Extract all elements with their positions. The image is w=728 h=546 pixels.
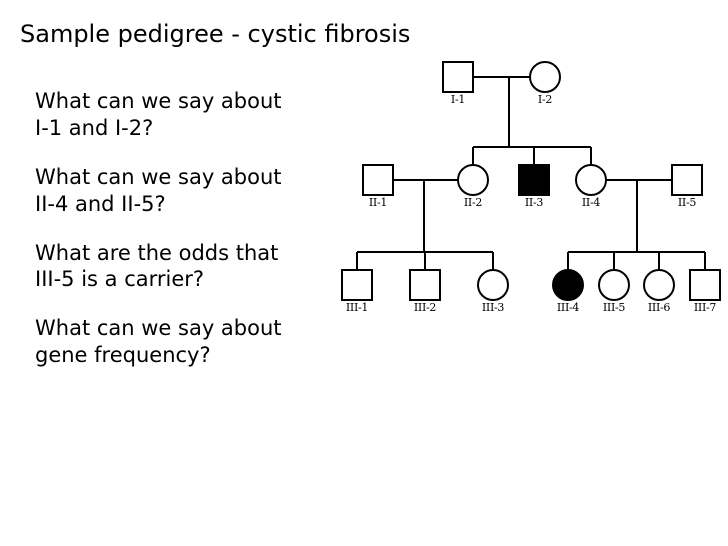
- question-line: What can we say about: [35, 89, 282, 113]
- pedigree-symbol-ii-1-male-unaffected[interactable]: [362, 164, 394, 196]
- pedigree-symbol-ii-3-male-affected[interactable]: [518, 164, 550, 196]
- question-line: II-4 and II-5?: [35, 191, 166, 216]
- pedigree-label-ii-2: II-2: [464, 196, 482, 209]
- pedigree-label-ii-5: II-5: [678, 196, 697, 209]
- pedigree-symbol-iii-2-male-unaffected[interactable]: [409, 269, 441, 301]
- pedigree-symbol-iii-3-female-unaffected[interactable]: [477, 269, 509, 301]
- question-line: What can we say about: [35, 316, 282, 341]
- question-line: I-1 and I-2?: [35, 115, 154, 140]
- pedigree-label-iii-1: III-1: [346, 301, 368, 314]
- page-title: Sample pedigree - cystic fibrosis: [20, 20, 411, 48]
- pedigree-symbol-ii-5-male-unaffected[interactable]: [671, 164, 703, 196]
- question-line: What can we say about: [35, 164, 282, 189]
- pedigree-symbol-iii-1-male-unaffected[interactable]: [341, 269, 373, 301]
- pedigree-label-iii-6: III-6: [648, 301, 671, 314]
- pedigree-label-iii-4: III-4: [557, 301, 580, 314]
- pedigree-connector-lines: [356, 76, 706, 270]
- pedigree-label-i-2: I-2: [538, 93, 552, 106]
- pedigree-label-iii-3: III-3: [482, 301, 505, 314]
- question-line: What are the odds that: [35, 240, 279, 265]
- pedigree-symbol-iii-5-female-unaffected[interactable]: [598, 269, 630, 301]
- pedigree-label-i-1: I-1: [451, 93, 465, 106]
- pedigree-label-ii-3: II-3: [525, 196, 544, 209]
- pedigree-symbol-i-2-female-unaffected[interactable]: [529, 61, 561, 93]
- pedigree-label-iii-7: III-7: [694, 301, 717, 314]
- pedigree-label-ii-4: II-4: [582, 196, 601, 209]
- pedigree-symbol-iii-6-female-unaffected[interactable]: [643, 269, 675, 301]
- pedigree-symbol-ii-4-female-unaffected[interactable]: [575, 164, 607, 196]
- question-line: III-5 is a carrier?: [35, 267, 205, 292]
- pedigree-symbol-i-1-male-unaffected[interactable]: [442, 61, 474, 93]
- pedigree-symbols: [341, 61, 721, 301]
- pedigree-label-iii-5: III-5: [603, 301, 626, 314]
- pedigree-symbol-iii-7-male-unaffected[interactable]: [689, 269, 721, 301]
- pedigree-label-ii-1: II-1: [369, 196, 387, 209]
- pedigree-symbol-ii-2-female-unaffected[interactable]: [457, 164, 489, 196]
- pedigree-symbol-iii-4-female-affected[interactable]: [552, 269, 584, 301]
- question-line: gene frequency?: [35, 343, 211, 368]
- pedigree-label-iii-2: III-2: [414, 301, 436, 314]
